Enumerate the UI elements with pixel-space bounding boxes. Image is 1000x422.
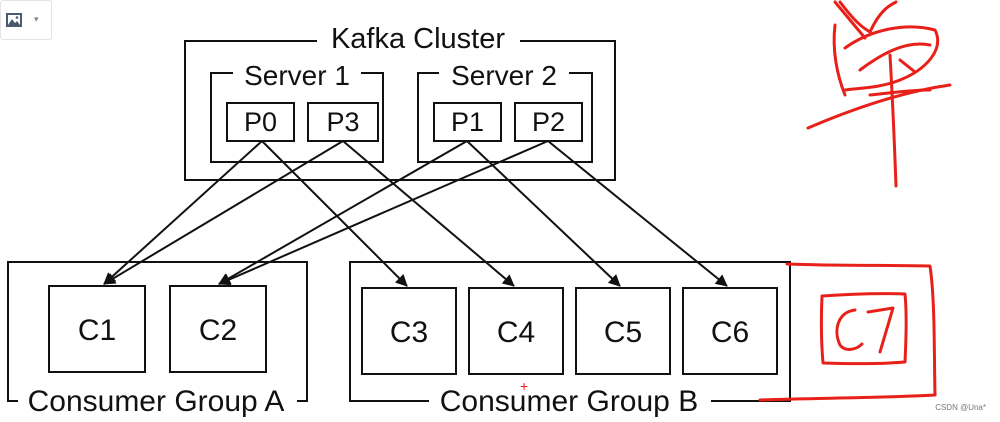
consumer-c3 — [361, 287, 457, 375]
partition-p0-label: P0 — [244, 107, 277, 137]
arrow-p3-to-c1 — [103, 140, 344, 285]
partition-p1-label: P1 — [451, 107, 484, 137]
arrow-p0-to-c3 — [261, 140, 408, 287]
red-c7-c-stroke — [835, 308, 864, 351]
consumer-c4-label: C4 — [497, 316, 535, 349]
arrow-p2-to-c2 — [218, 140, 549, 286]
consumer-c2 — [169, 285, 267, 373]
partition-p2-label: P2 — [532, 107, 565, 137]
cursor-crosshair-icon: + — [520, 378, 529, 394]
arrow-p3-to-c4 — [342, 140, 515, 287]
consumer-c1-label: C1 — [78, 314, 116, 347]
arrow-p2-to-c6 — [547, 140, 728, 287]
consumer-c5-label: C5 — [604, 316, 642, 349]
consumer-group-b-box — [349, 261, 791, 402]
image-toolbar-button[interactable]: ▾ — [0, 0, 52, 40]
server-2-label: Server 2 — [451, 60, 557, 91]
consumer-group-b-label: Consumer Group B — [440, 385, 698, 418]
arrow-p0-to-c1 — [103, 140, 263, 285]
consumer-c5 — [575, 287, 671, 375]
consumer-c1 — [48, 285, 146, 373]
server-1-label: Server 1 — [244, 60, 350, 91]
red-c7-7-stroke — [866, 306, 895, 354]
consumer-c6 — [682, 287, 778, 375]
red-c7-box — [819, 292, 908, 366]
partition-p2 — [514, 102, 583, 142]
partition-p0 — [226, 102, 295, 142]
kafka-cluster-title: Kafka Cluster — [331, 23, 505, 55]
consumer-c4 — [468, 287, 564, 375]
partition-p3 — [307, 102, 379, 142]
handwritten-character-scribble — [806, 0, 952, 188]
consumer-group-a-label: Consumer Group A — [28, 385, 285, 418]
arrow-p1-to-c2 — [218, 140, 468, 285]
consumer-c3-label: C3 — [390, 316, 428, 349]
red-group-extension — [758, 262, 937, 402]
consumer-c2-label: C2 — [199, 314, 237, 347]
handwritten-c7-annotation — [758, 262, 937, 402]
consumer-c6-label: C6 — [711, 316, 749, 349]
chevron-down-icon: ▾ — [34, 14, 39, 24]
partition-p3-label: P3 — [326, 107, 359, 137]
image-icon — [6, 13, 22, 27]
watermark-text: CSDN @Una* — [935, 403, 986, 412]
